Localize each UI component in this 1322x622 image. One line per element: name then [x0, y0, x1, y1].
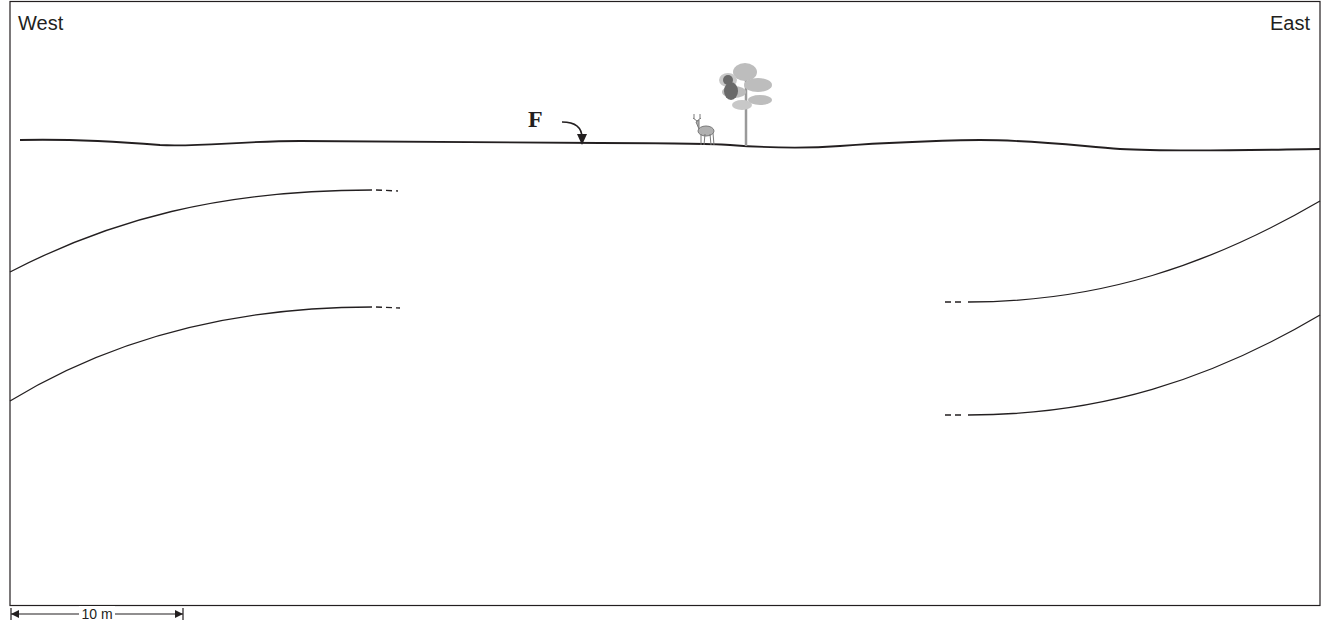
- animal-in-tree: [723, 75, 738, 100]
- bed-projection: [945, 414, 965, 415]
- frame: [10, 2, 1320, 606]
- bed-projection: [376, 190, 398, 191]
- tree: [719, 63, 772, 146]
- bed-projection: [945, 301, 965, 302]
- bed-line: [968, 315, 1320, 415]
- bed-line: [10, 190, 372, 272]
- bed-line: [968, 201, 1320, 302]
- direction-label: West: [18, 12, 63, 35]
- feature-label: F: [528, 106, 543, 133]
- ground-surface: [20, 140, 1320, 151]
- direction-label: East: [1270, 12, 1310, 35]
- moose: [693, 114, 714, 145]
- scale-label: 10 m: [79, 606, 114, 622]
- bed-projection: [376, 307, 400, 308]
- bed-line: [10, 307, 372, 401]
- arrow-head: [577, 134, 587, 145]
